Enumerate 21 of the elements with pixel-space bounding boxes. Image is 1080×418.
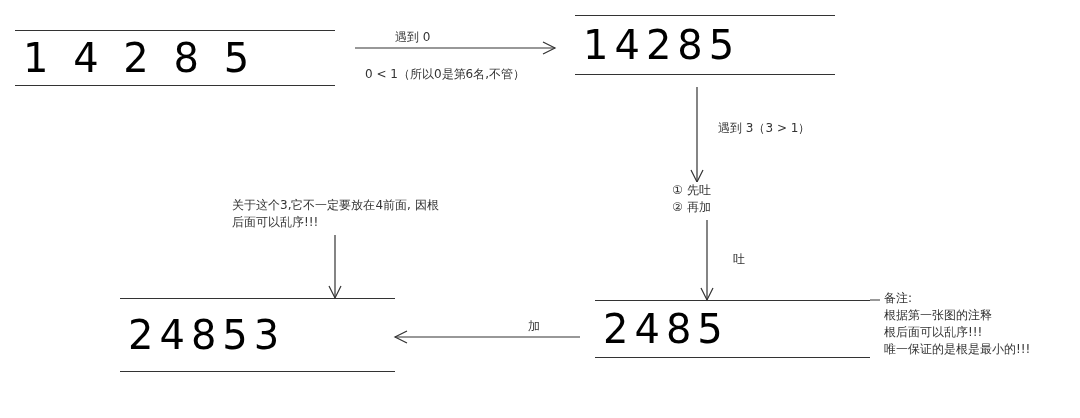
note-text: 唯一保证的是根是最小的!!!	[884, 343, 1031, 355]
note-text: 备注:	[884, 292, 913, 304]
edge-label: 遇到 0	[395, 31, 431, 43]
edge-label: 加	[528, 320, 540, 332]
array-digits: 1 4 2 8 5	[23, 38, 256, 78]
arrow	[700, 219, 714, 301]
array-box	[595, 300, 870, 358]
note-text: 根后面可以乱序!!!	[884, 326, 983, 338]
array-box	[575, 15, 835, 75]
array-box	[120, 298, 395, 372]
note-text: 根据第一张图的注释	[884, 309, 992, 321]
arrow	[690, 86, 704, 183]
array-digits: 24853	[128, 315, 286, 355]
array-box	[15, 30, 335, 86]
note-text: 0 < 1（所以0是第6名,不管）	[365, 68, 526, 80]
array-digits: 2485	[603, 309, 729, 349]
arrow	[394, 330, 581, 344]
arrow	[354, 41, 556, 55]
edge-label: 吐	[733, 253, 745, 265]
arrow	[328, 234, 342, 299]
array-digits: 14285	[583, 25, 741, 65]
